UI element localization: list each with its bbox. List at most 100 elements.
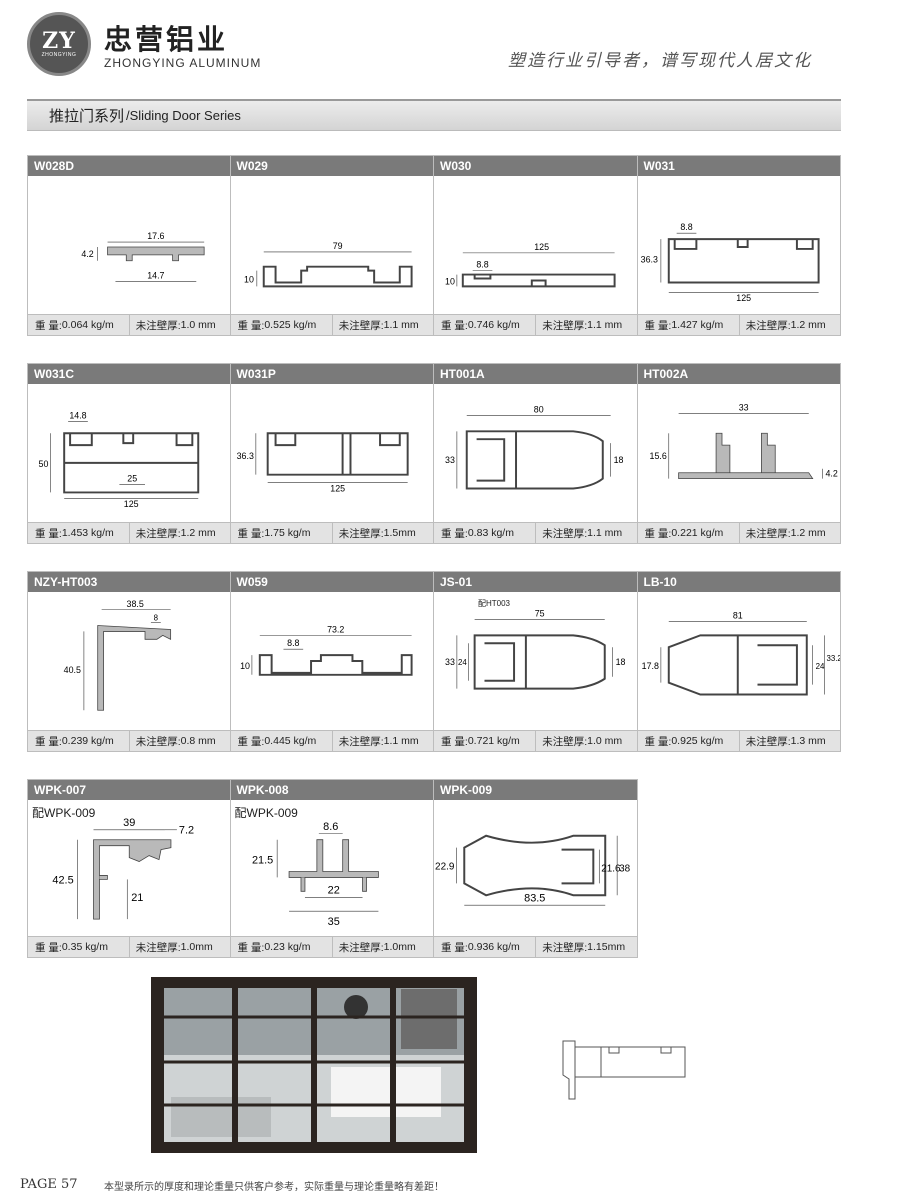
profile-specs: 重 量:0.83 kg/m 未注壁厚:1.1 mm [434, 522, 637, 543]
svg-text:33: 33 [445, 657, 455, 667]
profile-code: W031 [637, 156, 840, 176]
profile-code: W028D [28, 156, 230, 176]
profile-card-w028d: W028D 17.6 14.7 4.2 重 量:0.064 kg/m 未注壁厚:… [27, 155, 231, 336]
profile-code: JS-01 [434, 572, 637, 592]
svg-text:125: 125 [330, 483, 345, 493]
profile-card-lb-10: LB-10 81 17.8 24 33.2 重 量:0.925 kg/m 未注壁… [637, 571, 841, 752]
weight-spec: 重 量:0.925 kg/m [638, 731, 740, 751]
profile-code: WPK-009 [434, 780, 637, 800]
thickness-spec: 未注壁厚:1.0mm [338, 941, 416, 954]
profile-code: HT002A [637, 364, 840, 384]
weight-spec: 重 量:0.83 kg/m [434, 523, 537, 543]
logo-monogram: ZY [42, 28, 76, 54]
svg-text:4.2: 4.2 [825, 469, 837, 479]
thickness-spec: 未注壁厚:1.5mm [338, 527, 416, 540]
profile-drawing: 配WPK-009 39 7.2 42.5 21 [28, 800, 230, 936]
profile-card-w059: W059 73.2 8.8 10 重 量:0.445 kg/m 未注壁厚:1.1… [230, 571, 434, 752]
series-title-bar: 推拉门系列 /Sliding Door Series [27, 99, 841, 131]
svg-text:79: 79 [332, 241, 342, 251]
profile-drawing: 22.9 21.6 38 83.5 [434, 800, 637, 936]
svg-text:18: 18 [616, 657, 626, 667]
profile-svg: 14.8 50 25 125 [39, 411, 200, 509]
profile-specs: 重 量:1.75 kg/m 未注壁厚:1.5mm [230, 522, 433, 543]
profile-svg: 39 7.2 42.5 21 [52, 817, 194, 920]
profile-card-w029: W029 79 10 重 量:0.525 kg/m 未注壁厚:1.1 mm [230, 155, 434, 336]
profile-specs: 重 量:0.221 kg/m 未注壁厚:1.2 mm [637, 522, 840, 543]
svg-text:50: 50 [39, 459, 49, 469]
svg-text:8.8: 8.8 [680, 222, 692, 232]
brand-name-cn: 忠营铝业 [104, 23, 229, 56]
weight-spec: 重 量:0.23 kg/m [231, 937, 333, 957]
svg-text:73.2: 73.2 [327, 624, 344, 634]
profile-code: LB-10 [637, 572, 840, 592]
weight-spec: 重 量:0.221 kg/m [638, 523, 740, 543]
profile-svg: 36.3 125 [236, 432, 409, 493]
svg-text:38.5: 38.5 [127, 599, 144, 609]
profile-drawing: 81 17.8 24 33.2 [638, 592, 840, 730]
svg-text:35: 35 [327, 916, 339, 928]
profile-row-4: WPK-007 配WPK-009 39 7.2 42.5 21 重 量:0.35… [27, 779, 638, 958]
brand-name-en: ZHONGYING ALUMINUM [104, 56, 262, 70]
profile-drawing: 36.3 125 [231, 384, 434, 522]
svg-text:7.2: 7.2 [179, 825, 194, 837]
weight-spec: 重 量:0.35 kg/m [28, 937, 130, 957]
svg-text:18: 18 [614, 455, 624, 465]
svg-text:15.6: 15.6 [649, 451, 666, 461]
profile-specs: 重 量:0.064 kg/m 未注壁厚:1.0 mm [28, 314, 230, 335]
svg-text:24: 24 [458, 658, 467, 667]
profile-drawing: 8.8 36.3 125 [638, 176, 841, 314]
svg-text:39: 39 [123, 817, 135, 829]
profile-drawing: 配HT003 75 33 24 18 [434, 592, 637, 730]
profile-row-1: W028D 17.6 14.7 4.2 重 量:0.064 kg/m 未注壁厚:… [27, 155, 841, 336]
thickness-spec: 未注壁厚:1.1 mm [338, 735, 419, 748]
thickness-spec: 未注壁厚:0.8 mm [135, 735, 216, 748]
profile-row-2: W031C 14.8 50 25 125 重 量:1.453 kg/m 未注壁厚… [27, 363, 841, 544]
profile-card-w031: W031 8.8 36.3 125 重 量:1.427 kg/m 未注壁厚:1.… [637, 155, 841, 336]
thickness-spec: 未注壁厚:1.1 mm [542, 527, 623, 540]
profile-code: W031P [230, 364, 433, 384]
thickness-spec: 未注壁厚:1.3 mm [745, 735, 826, 748]
profile-code: WPK-007 [28, 780, 230, 800]
profile-specs: 重 量:0.525 kg/m 未注壁厚:1.1 mm [230, 314, 433, 335]
assembly-section-drawing [535, 1035, 710, 1105]
match-note: 配WPK-009 [234, 806, 298, 820]
svg-text:8: 8 [154, 614, 159, 623]
svg-text:125: 125 [124, 499, 139, 509]
profile-card-w031c: W031C 14.8 50 25 125 重 量:1.453 kg/m 未注壁厚… [27, 363, 231, 544]
thickness-spec: 未注壁厚:1.15mm [542, 941, 626, 954]
svg-text:33: 33 [445, 455, 455, 465]
profile-card-w030: W030 125 8.8 10 重 量:0.746 kg/m 未注壁厚:1.1 … [434, 155, 638, 336]
profile-card-ht001a: HT001A 80 33 18 重 量:0.83 kg/m 未注壁厚:1.1 m… [434, 363, 638, 544]
profile-card-nzy-ht003: NZY-HT003 38.5 8 40.5 重 量:0.239 kg/m 未注壁… [27, 571, 231, 752]
profile-card-js-01: JS-01 配HT003 75 33 24 18 重 量:0.721 kg/m … [434, 571, 638, 752]
profile-specs: 重 量:0.925 kg/m 未注壁厚:1.3 mm [637, 730, 840, 751]
thickness-spec: 未注壁厚:1.1 mm [542, 319, 623, 332]
profile-code: HT001A [434, 364, 637, 384]
profile-svg: 125 8.8 10 [445, 242, 616, 288]
profile-card-wpk-009: WPK-009 22.9 21.6 38 83.5 重 量:0.936 kg/m… [434, 779, 638, 958]
profile-drawing: 14.8 50 25 125 [28, 384, 230, 522]
disclaimer-note: 本型录所示的厚度和理论重量只供客户参考，实际重量与理论重量略有差距！ [104, 1182, 444, 1193]
profile-specs: 重 量:1.427 kg/m 未注壁厚:1.2 mm [637, 314, 840, 335]
profile-svg: 80 33 18 [445, 405, 624, 490]
svg-text:14.8: 14.8 [69, 411, 86, 421]
svg-text:8.8: 8.8 [476, 260, 488, 270]
weight-spec: 重 量:0.936 kg/m [434, 937, 537, 957]
profile-specs: 重 量:0.445 kg/m 未注壁厚:1.1 mm [230, 730, 433, 751]
weight-spec: 重 量:0.525 kg/m [231, 315, 333, 335]
svg-text:8.8: 8.8 [287, 638, 299, 648]
profile-row-3: NZY-HT003 38.5 8 40.5 重 量:0.239 kg/m 未注壁… [27, 571, 841, 752]
weight-spec: 重 量:0.064 kg/m [28, 315, 130, 335]
page-number: PAGE 57 [20, 1177, 78, 1192]
profile-specs: 重 量:0.239 kg/m 未注壁厚:0.8 mm [28, 730, 230, 751]
svg-text:10: 10 [240, 661, 250, 671]
profile-card-wpk-007: WPK-007 配WPK-009 39 7.2 42.5 21 重 量:0.35… [27, 779, 231, 958]
profile-svg: 79 10 [244, 241, 413, 288]
profile-specs: 重 量:0.746 kg/m 未注壁厚:1.1 mm [434, 314, 637, 335]
thickness-spec: 未注壁厚:1.2 mm [135, 527, 216, 540]
svg-text:24: 24 [815, 662, 824, 671]
profile-drawing: 17.6 14.7 4.2 [28, 176, 230, 314]
profile-card-wpk-008: WPK-008 配WPK-009 8.6 21.5 22 35 重 量:0.23… [230, 779, 434, 958]
weight-spec: 重 量:1.427 kg/m [638, 315, 740, 335]
weight-spec: 重 量:0.746 kg/m [434, 315, 537, 335]
